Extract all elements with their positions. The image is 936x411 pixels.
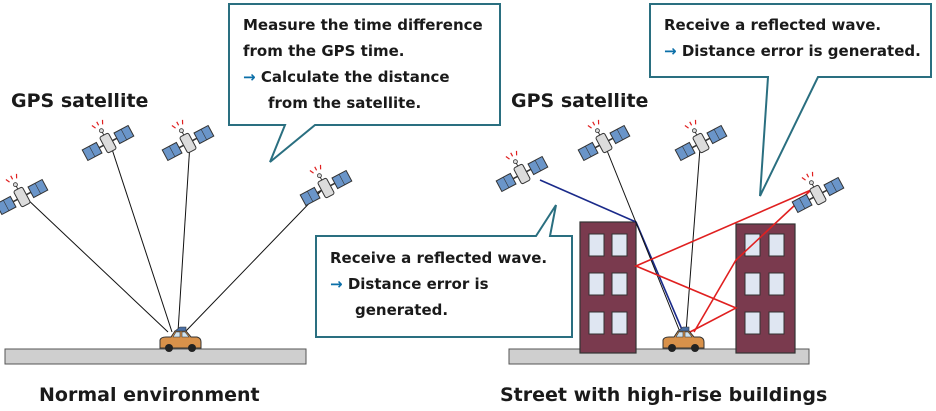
satellite-icon <box>666 108 729 164</box>
bubble-line-text: Distance error is <box>347 275 489 293</box>
direct-signal-line <box>685 147 701 333</box>
bubble-text-left: Measure the time difference from the GPS… <box>243 12 483 116</box>
arrow-right-icon: → <box>330 275 343 293</box>
building-left <box>579 221 637 354</box>
direct-signal-line <box>605 147 681 333</box>
bubble-line: Measure the time difference <box>243 16 483 34</box>
satellite-icon <box>487 139 550 195</box>
blocked-signal-line <box>539 179 637 223</box>
caption-right: Street with high-rise buildings <box>500 384 828 406</box>
signal-lines-left <box>24 142 323 333</box>
bubble-line: Receive a reflected wave. <box>330 249 548 267</box>
bubble-line: generated. <box>355 301 449 319</box>
building-right <box>735 223 796 354</box>
speech-bubble-right-top <box>649 3 932 197</box>
satellite-icon <box>153 108 216 164</box>
bubble-line: → Calculate the distance <box>243 64 483 90</box>
bubble-text-right-mid: Receive a reflected wave. → Distance err… <box>330 245 547 323</box>
bubble-line: → Distance error is <box>330 271 547 297</box>
speech-bubble-right-mid <box>315 204 573 338</box>
blocked-signal-line <box>635 221 684 333</box>
satellite-icon <box>569 108 632 164</box>
bubble-line: from the satellite. <box>268 94 422 112</box>
speech-bubble-left <box>228 3 501 163</box>
satellite-icon <box>0 162 50 218</box>
bubble-line-text: Calculate the distance <box>260 68 450 86</box>
bubble-text-right-top: Receive a reflected wave. → Distance err… <box>664 12 921 64</box>
satellite-label-right: GPS satellite <box>511 90 649 112</box>
bubble-line: Receive a reflected wave. <box>664 16 882 34</box>
satellite-icon <box>291 153 354 209</box>
arrow-right-icon: → <box>664 42 677 60</box>
caption-left: Normal environment <box>39 384 260 406</box>
ground-left <box>4 348 307 365</box>
satellite-label-left: GPS satellite <box>11 90 149 112</box>
reflected-signal-lines <box>633 189 812 333</box>
arrow-right-icon: → <box>243 68 256 86</box>
bubble-line-text: Distance error is generated. <box>681 42 921 60</box>
bubble-line: from the GPS time. <box>243 42 405 60</box>
car-icon <box>662 326 705 353</box>
bubble-line: → Distance error is generated. <box>664 38 921 64</box>
satellite-icon <box>73 108 136 164</box>
